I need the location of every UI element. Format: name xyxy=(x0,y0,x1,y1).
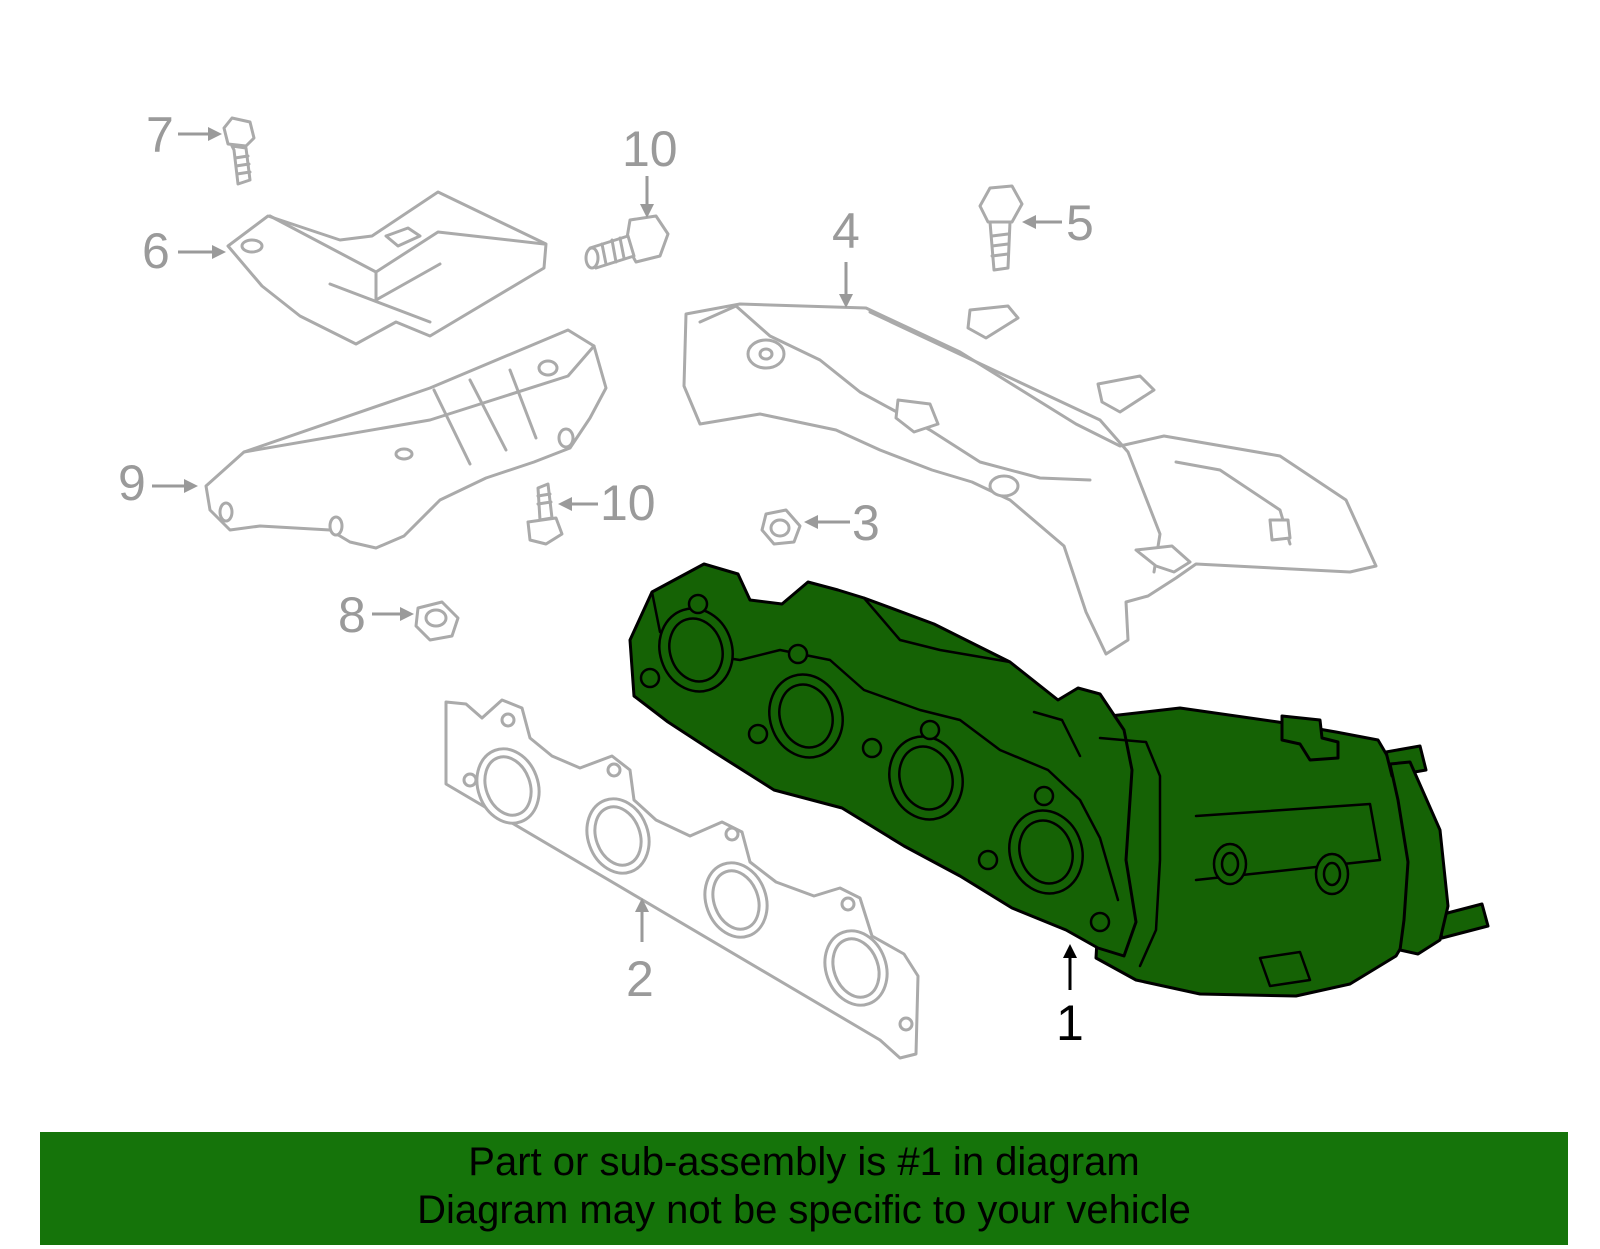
callout-3: 3 xyxy=(852,495,880,551)
callout-9: 9 xyxy=(118,455,146,511)
leader-9 xyxy=(152,479,198,493)
leader-1 xyxy=(1063,944,1077,990)
info-banner: Part or sub-assembly is #1 in diagram Di… xyxy=(40,1132,1568,1245)
callout-1: 1 xyxy=(1056,995,1084,1051)
part-1-exhaust-manifold xyxy=(628,562,1490,998)
leader-8 xyxy=(372,607,414,621)
part-4-heat-shield xyxy=(682,302,1378,656)
callout-10-mid: 10 xyxy=(600,475,656,531)
leader-6 xyxy=(178,245,226,259)
part-8-nut xyxy=(414,600,460,642)
part-10-bolt-top xyxy=(584,214,670,270)
banner-line-1: Part or sub-assembly is #1 in diagram xyxy=(468,1140,1140,1184)
callout-10-top: 10 xyxy=(622,121,678,177)
leader-10-mid xyxy=(558,497,598,511)
part-2-gasket xyxy=(444,698,920,1060)
callout-5: 5 xyxy=(1066,195,1094,251)
callout-8: 8 xyxy=(338,587,366,643)
leader-3 xyxy=(804,515,850,529)
part-9-heat-shield xyxy=(204,328,608,550)
callout-2: 2 xyxy=(626,951,654,1007)
leader-7 xyxy=(178,127,222,141)
part-7-bolt xyxy=(222,116,256,186)
callout-6: 6 xyxy=(142,223,170,279)
part-5-bolt xyxy=(978,184,1024,272)
banner-line-2: Diagram may not be specific to your vehi… xyxy=(417,1188,1191,1232)
leader-4 xyxy=(839,262,853,308)
part-3-nut xyxy=(760,508,802,546)
callout-7: 7 xyxy=(146,107,174,163)
part-6-bracket xyxy=(226,190,548,346)
part-10-stud-mid xyxy=(526,482,564,546)
leader-10-top xyxy=(640,176,654,218)
callout-4: 4 xyxy=(832,203,860,259)
leader-2 xyxy=(635,898,649,942)
leader-5 xyxy=(1022,215,1062,229)
